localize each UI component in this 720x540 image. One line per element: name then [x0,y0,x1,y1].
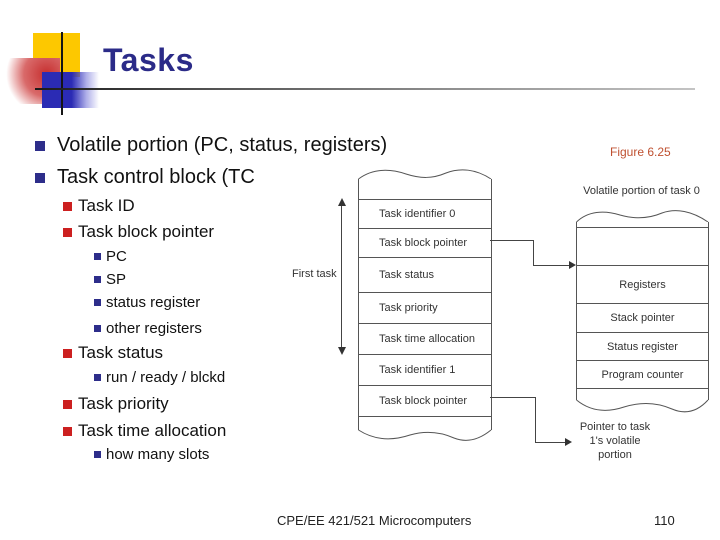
pointer-note: Pointer to task 1's volatile portion [561,420,669,462]
volatile-row: Program counter [577,360,708,388]
pointer2-line [490,397,535,398]
tcb-column: Task identifier 0 Task block pointer Tas… [358,179,492,430]
volatile-portion-label: Volatile portion of task 0 [583,185,700,197]
bullet-text: status register [106,294,201,311]
arrow-down-icon [338,347,346,355]
bullet-text: run / ready / blckd [106,369,226,386]
bullet-square-icon [94,451,101,458]
bullet-square-icon [35,172,45,183]
bullet-square-icon [63,426,72,436]
bullet-square-icon [63,227,72,237]
volatile-row-empty [577,227,708,265]
tcb-row-empty [359,179,491,199]
volatile-row-label: Registers [619,278,666,291]
volatile-row-label: Stack pointer [610,312,675,324]
pointer-note-line: 1's volatile [589,435,641,447]
bullet-item: how many slots [94,446,209,463]
tcb-row: Task block pointer [359,385,491,416]
first-task-label: First task [292,268,337,280]
pointer-note-line: portion [598,449,632,461]
bullet-text: other registers [106,320,202,337]
arrow-right-icon [565,438,572,446]
pointer-note-line: Pointer to task [579,421,651,433]
bullet-item: status register [94,294,200,311]
bullet-item: Task ID [63,196,135,216]
volatile-row: Status register [577,332,708,360]
pointer1-line [533,240,534,266]
tcb-row-empty [359,416,491,430]
bullet-item: Task priority [63,394,169,414]
bullet-square-icon [63,201,72,211]
bullet-text: Volatile portion (PC, status, registers) [57,134,388,156]
bullet-item: Task block pointer [63,222,214,242]
logo-blue-square [42,72,99,108]
bullet-text: Task status [78,343,164,362]
volatile-column-top-wave [576,210,709,223]
tcb-row: Task identifier 0 [359,199,491,228]
arrow-right-icon [569,261,576,269]
bullet-item: SP [94,271,126,288]
bullet-square-icon [94,325,101,332]
bullet-square-icon [94,253,101,260]
bullet-item: Task time allocation [63,421,226,441]
tcb-row-label: Task priority [379,302,438,314]
tcb-row: Task identifier 1 [359,354,491,385]
volatile-row-label: Status register [607,340,678,353]
pointer1-line [533,265,570,266]
bullet-square-icon [94,299,101,306]
bullet-text: Task control block (TC [57,166,255,188]
tcb-column-top-wave [358,169,492,180]
bullet-item: Volatile portion (PC, status, registers) [35,134,387,157]
volatile-row: Registers [577,265,708,303]
pointer1-line [490,240,533,241]
volatile-row-empty [577,388,708,400]
tcb-row: Task priority [359,292,491,323]
volatile-row: Stack pointer [577,303,708,332]
page-title: Tasks [103,42,194,78]
tcb-row-label: Task identifier 1 [379,364,456,376]
volatile-column-bottom-wave [576,399,709,413]
bullet-square-icon [35,140,45,151]
tcb-column-bottom-wave [358,429,492,441]
tcb-row-label: Task block pointer [379,395,468,407]
bullet-square-icon [63,399,72,409]
bullet-item: Task status [63,343,163,363]
tcb-row-label: Task identifier 0 [379,208,456,220]
bullet-item: Task control block (TC [35,166,255,189]
bullet-text: how many slots [106,446,210,463]
footer-page-number: 110 [654,513,675,528]
first-task-arrow-line [341,205,342,348]
arrow-up-icon [338,198,346,206]
tcb-row-label: Task status [379,269,435,281]
figure-caption: Figure 6.25 [610,145,671,159]
bullet-item: PC [94,248,127,265]
title-underline-rule [35,88,695,90]
bullet-text: Task time allocation [78,421,227,440]
bullet-square-icon [94,276,101,283]
bullet-text: PC [106,248,127,265]
volatile-column: Registers Stack pointer Status register … [576,222,709,400]
bullet-text: Task ID [78,196,135,215]
tcb-row-label: Task block pointer [379,237,468,249]
logo-vertical-line [61,32,63,115]
bullet-item: run / ready / blckd [94,369,225,386]
bullet-item: other registers [94,320,202,337]
tcb-row: Task status [359,257,491,292]
bullet-square-icon [63,348,72,358]
bullet-text: SP [106,271,127,288]
bullet-text: Task priority [78,394,169,413]
bullet-text: Task block pointer [78,222,215,241]
volatile-row-label: Program counter [601,368,684,381]
tcb-row: Task block pointer [359,228,491,257]
tcb-row-label: Task time allocation [379,333,475,345]
tcb-row: Task time allocation [359,323,491,354]
bullet-square-icon [94,374,101,381]
pointer2-line [535,397,536,443]
pointer2-line [535,442,566,443]
footer-course-label: CPE/EE 421/521 Microcomputers [277,513,472,528]
